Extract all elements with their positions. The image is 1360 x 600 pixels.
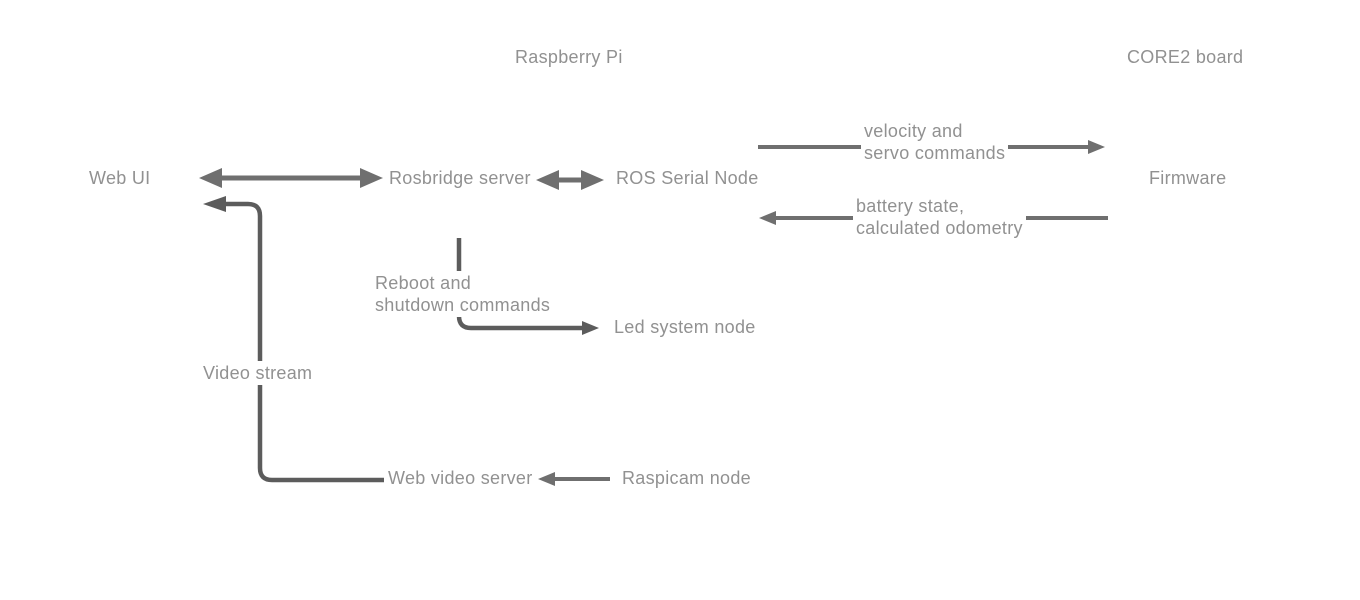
arrow-raspicam-webvideo: [538, 472, 610, 486]
edge-label-battery-line1: battery state,: [856, 196, 965, 216]
edge-label-reboot-line1: Reboot and: [375, 273, 472, 293]
section-title-core2-board: CORE2 board: [1124, 45, 1247, 69]
node-rosbridge-server: Rosbridge server: [386, 166, 534, 190]
edge-label-velocity-servo: velocity and servo commands: [861, 119, 1009, 165]
node-led-system-node: Led system node: [611, 315, 759, 339]
edge-label-battery-line2: calculated odometry: [856, 218, 1023, 238]
section-title-raspberry-pi: Raspberry Pi: [512, 45, 626, 69]
node-firmware: Firmware: [1146, 166, 1230, 190]
edge-label-battery-odometry: battery state, calculated odometry: [853, 194, 1026, 240]
node-web-ui: Web UI: [86, 166, 154, 190]
arrow-webui-rosbridge: [199, 168, 383, 188]
edge-label-reboot-shutdown: Reboot and shutdown commands: [372, 271, 554, 317]
arrow-video-stream: [203, 196, 384, 483]
edge-label-reboot-line2: shutdown commands: [375, 295, 551, 315]
edge-label-velocity-line1: velocity and: [864, 121, 963, 141]
node-raspicam-node: Raspicam node: [619, 466, 754, 490]
edge-label-velocity-line2: servo commands: [864, 143, 1006, 163]
arrow-rosbridge-rosserial: [536, 170, 604, 190]
node-ros-serial-node: ROS Serial Node: [613, 166, 762, 190]
edge-label-video-stream: Video stream: [200, 361, 316, 385]
node-web-video-server: Web video server: [385, 466, 536, 490]
